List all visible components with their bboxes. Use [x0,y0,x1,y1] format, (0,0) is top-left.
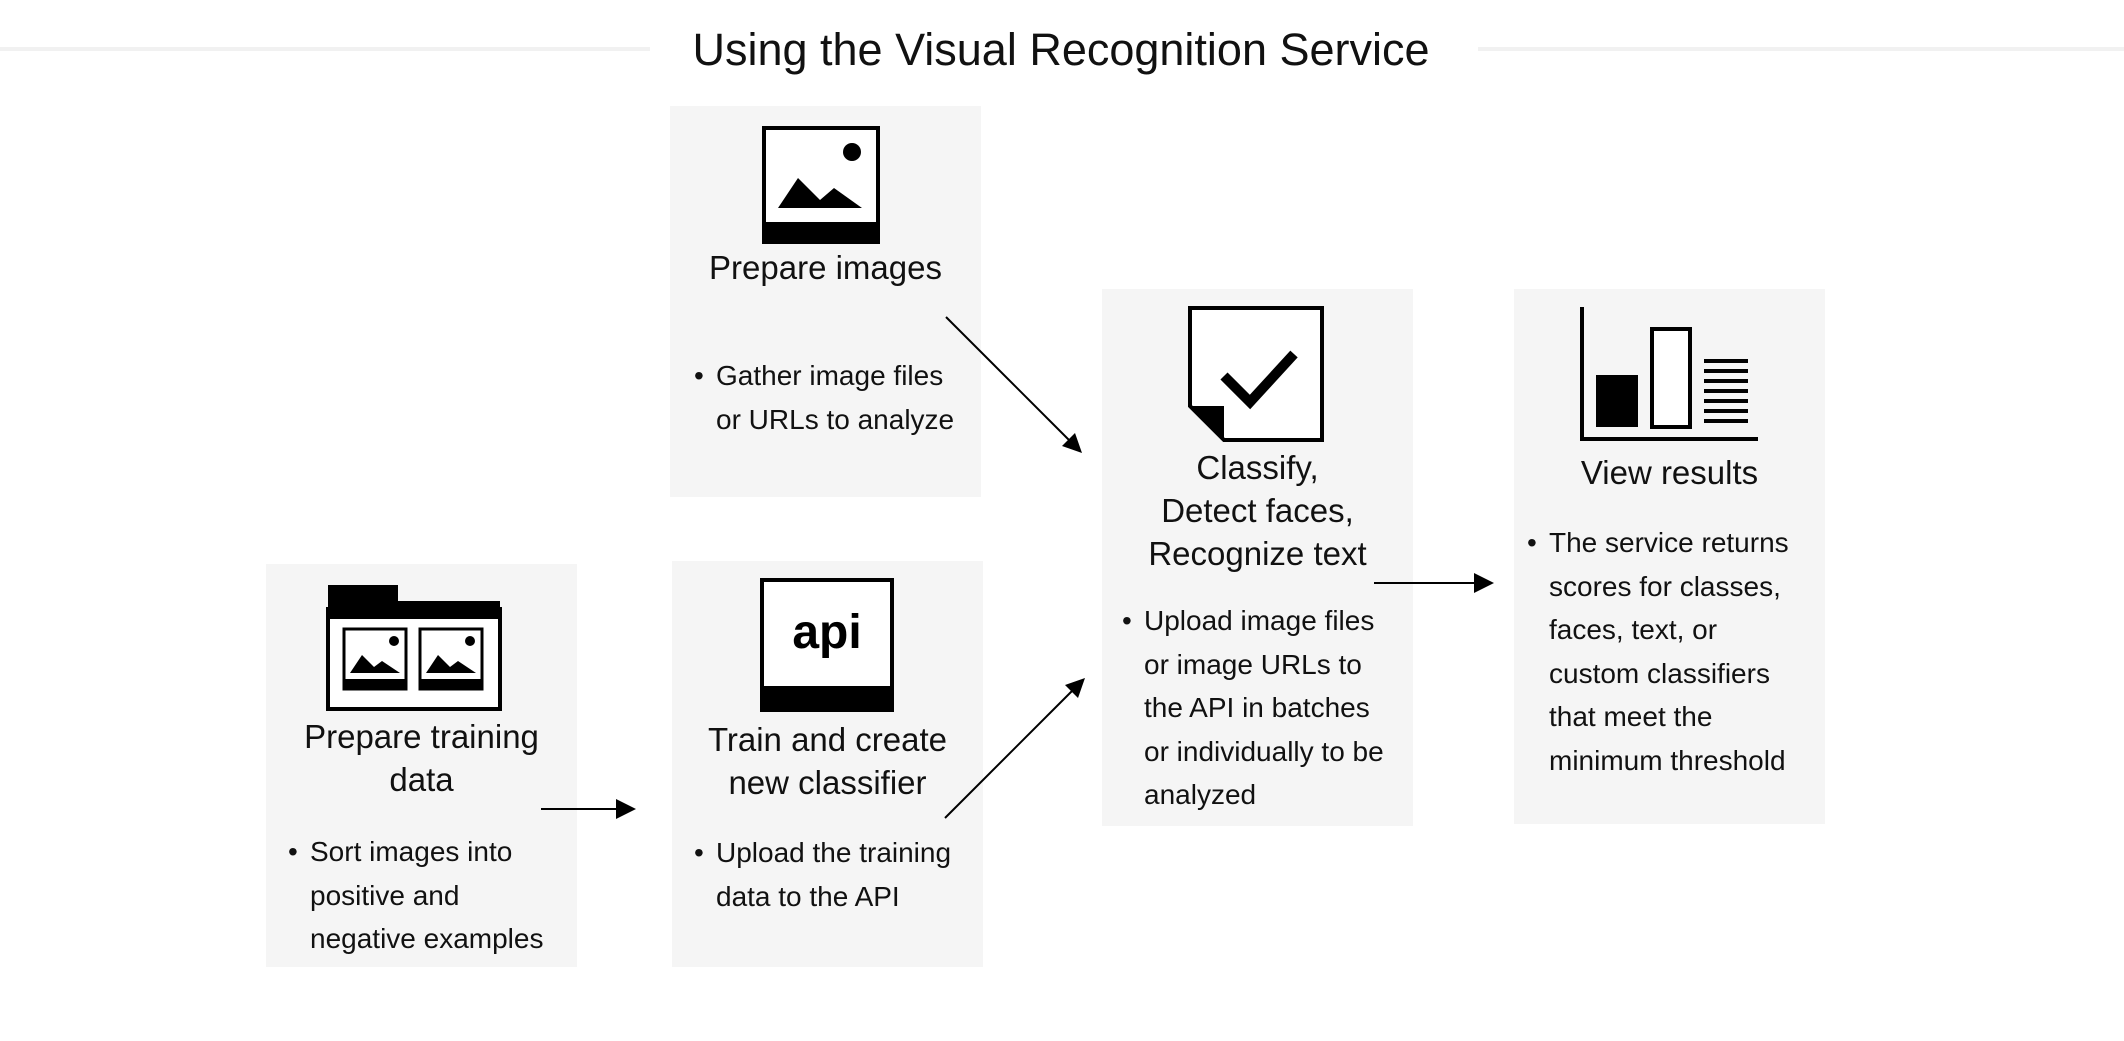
step-view-results: View results • The service returns score… [1514,289,1825,824]
folder-images-icon [326,585,502,711]
view-results-bullet: • The service returns scores for classes… [1527,521,1844,782]
title-rule-left [0,47,650,51]
prepare-training-data-bullet-text: Sort images into positive and negative e… [310,836,544,954]
view-results-heading: View results [1580,454,1759,491]
step-prepare-training-data: Prepare training data • Sort images into… [266,564,577,967]
image-icon [762,126,880,244]
checked-document-icon [1188,306,1324,442]
train-classifier-bullet: • Upload the training data to the API [694,831,1001,918]
classify-heading: Classify, Detect faces, Recognize text [1148,449,1367,572]
prepare-images-heading: Prepare images [709,249,942,286]
bullet-dot: • [288,836,298,867]
train-classifier-heading: Train and create new classifier [707,721,948,801]
api-icon: api [760,578,894,712]
step-prepare-images: Prepare images • Gather image files or U… [670,106,981,497]
view-results-bullet-text: The service returns scores for classes, … [1549,527,1789,776]
step-train-classifier: api Train and create new classifier • Up… [672,561,983,967]
bullet-dot: • [1527,527,1537,558]
bullet-dot: • [1122,605,1132,636]
api-icon-label: api [792,606,861,659]
prepare-training-data-heading: Prepare training data [304,718,539,798]
bullet-dot: • [694,837,704,868]
classify-bullet-text: Upload image files or image URLs to the … [1144,605,1384,810]
prepare-images-bullet-text: Gather image files or URLs to analyze [716,360,955,435]
prepare-training-data-bullet: • Sort images into positive and negative… [288,830,595,961]
bar-chart-icon [1580,307,1758,441]
page-title: Using the Visual Recognition Service [650,16,1472,84]
classify-bullet: • Upload image files or image URLs to th… [1122,599,1434,817]
train-classifier-bullet-text: Upload the training data to the API [716,837,952,912]
title-rule-right [1478,47,2124,51]
prepare-images-bullet: • Gather image files or URLs to analyze [694,354,996,441]
step-classify: Classify, Detect faces, Recognize text •… [1102,289,1413,826]
bullet-dot: • [694,360,704,391]
